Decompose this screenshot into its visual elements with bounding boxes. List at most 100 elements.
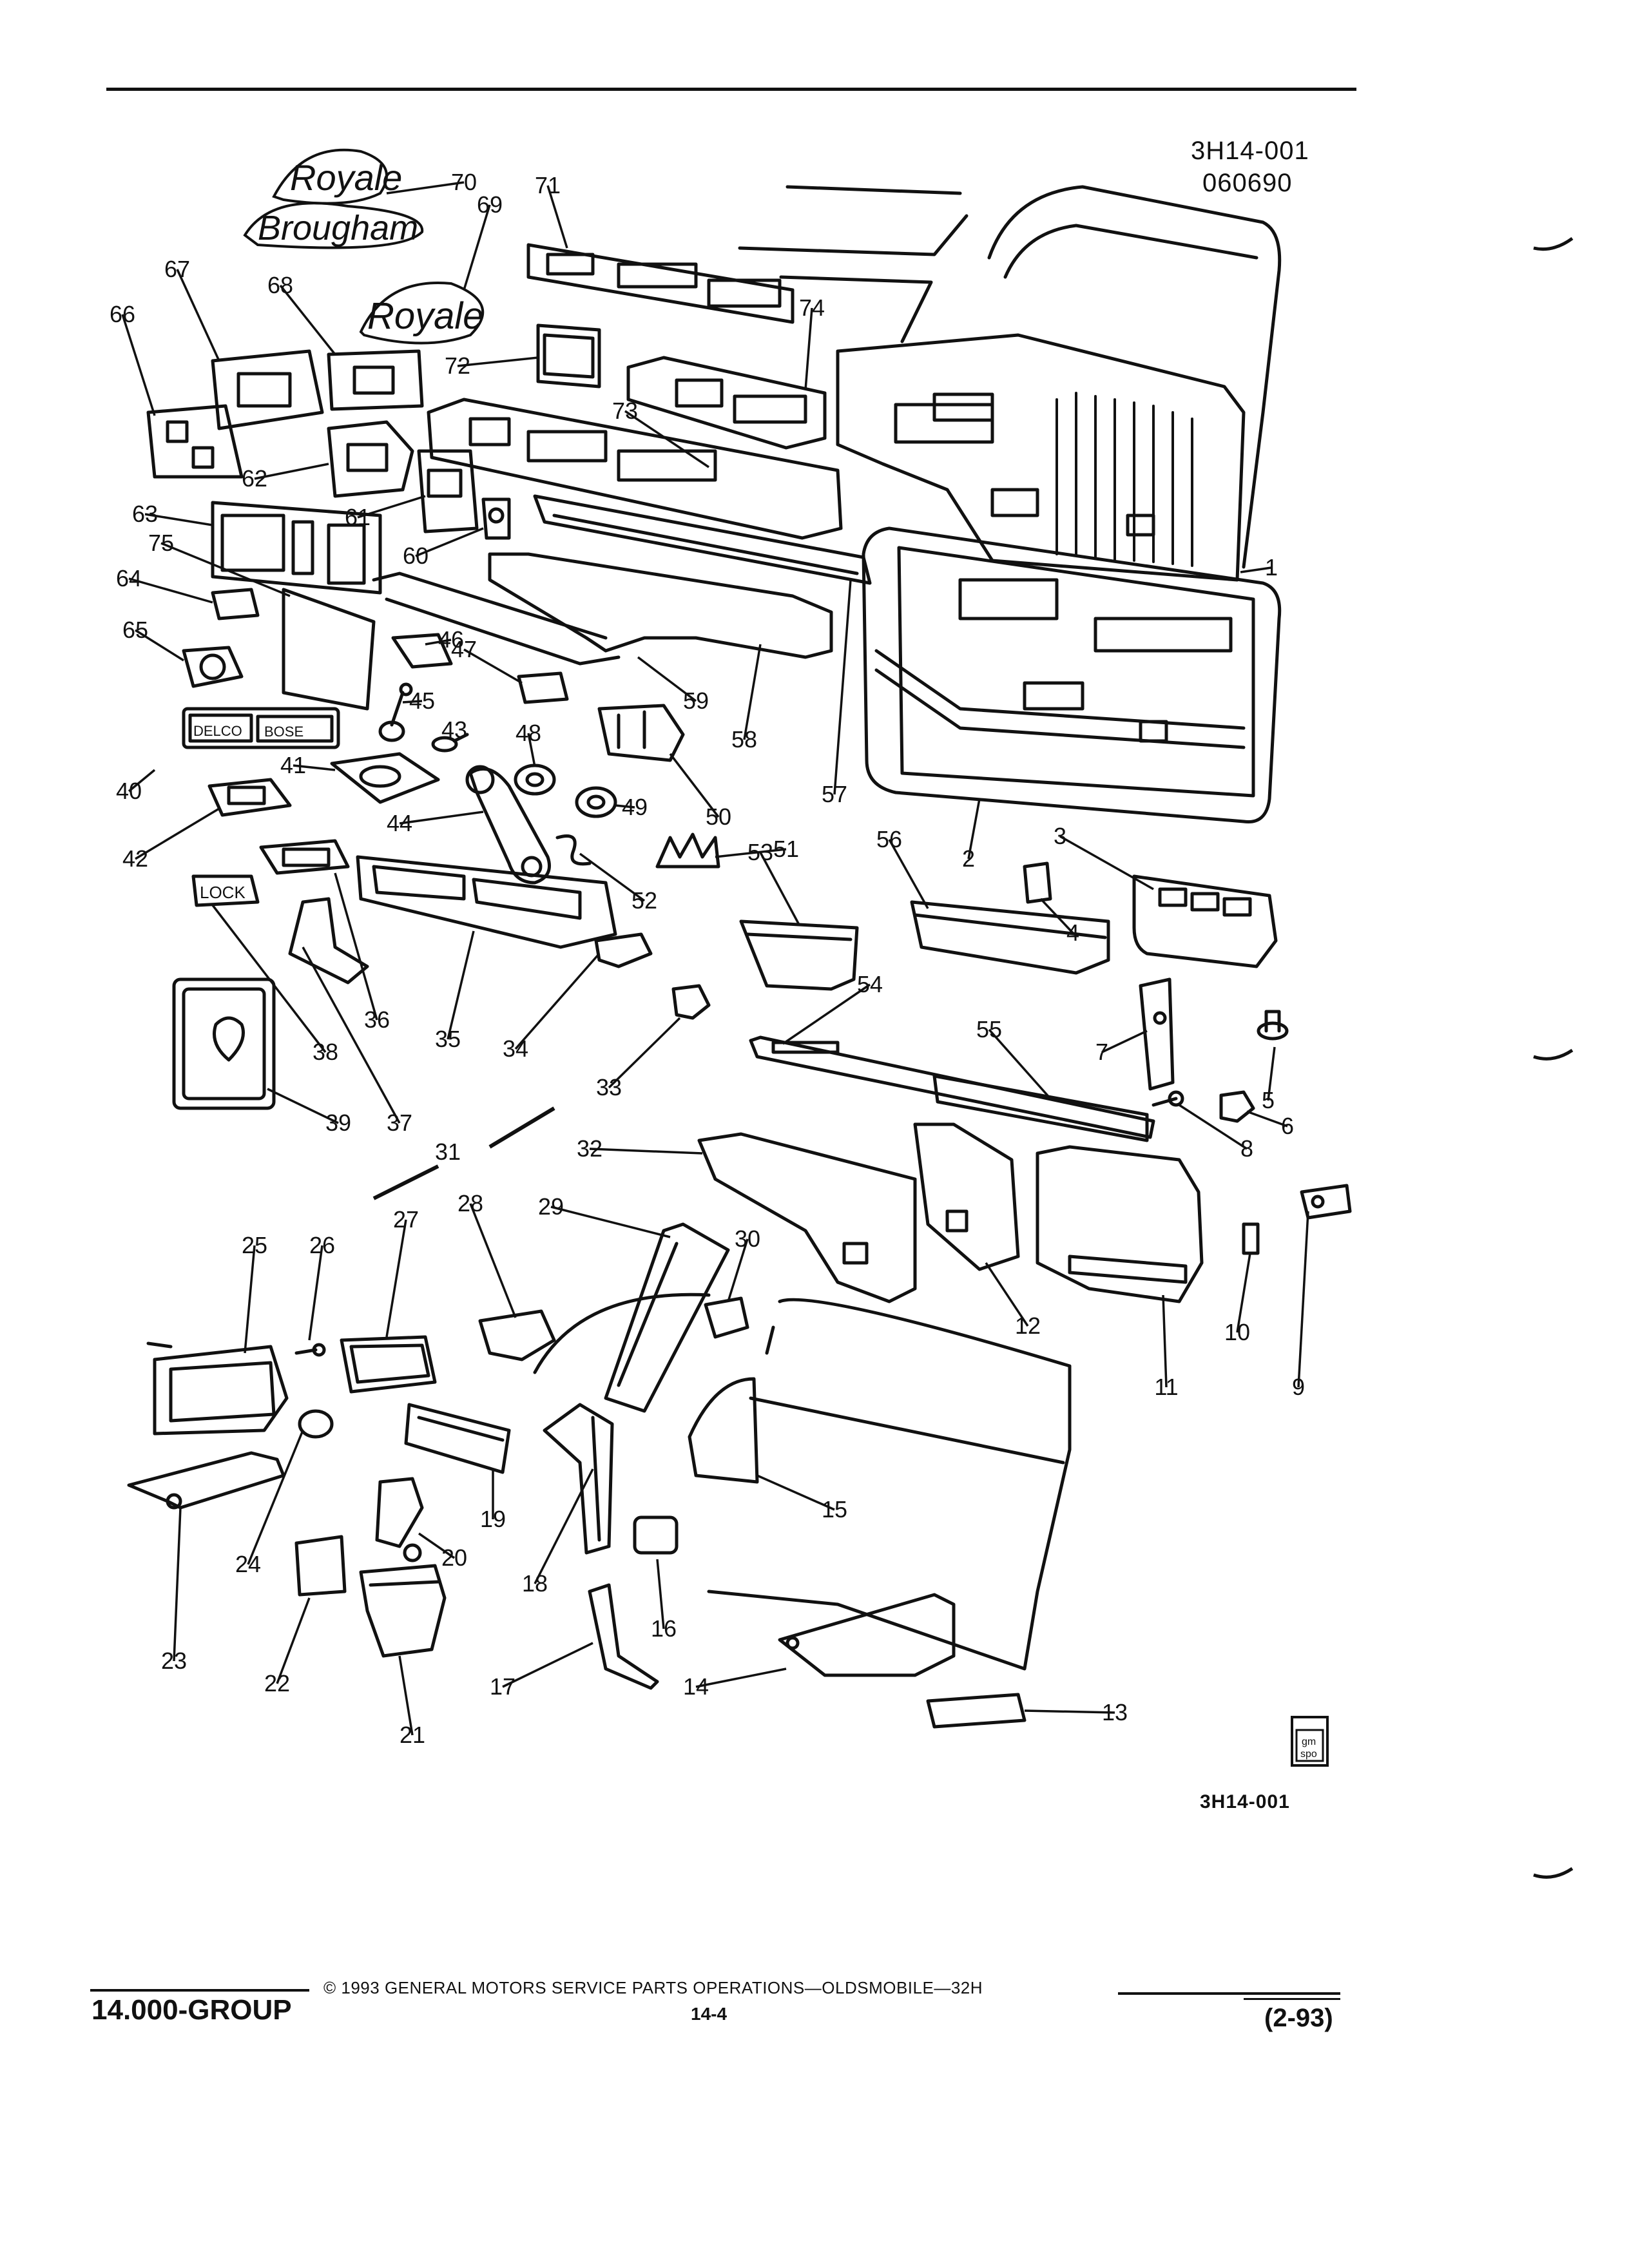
footer-rule-bottom bbox=[1244, 1998, 1340, 2000]
leader-54 bbox=[782, 983, 871, 1045]
armrest-base-35 bbox=[356, 855, 617, 949]
trim-12 bbox=[913, 1122, 1020, 1271]
lamp-16 bbox=[633, 1515, 679, 1555]
leader-65 bbox=[135, 629, 184, 662]
bracket-50 bbox=[597, 704, 685, 762]
callout-48: 48 bbox=[516, 720, 541, 746]
callout-60: 60 bbox=[403, 543, 429, 569]
page-number: 14-4 bbox=[691, 2004, 728, 2024]
leader-42 bbox=[135, 807, 220, 860]
callout-39: 39 bbox=[325, 1110, 351, 1136]
margin-marks bbox=[1533, 236, 1574, 1879]
lock-badge-38 bbox=[191, 874, 260, 907]
ashtray-22 bbox=[294, 1535, 347, 1597]
leader-69 bbox=[463, 204, 491, 291]
callout-55: 55 bbox=[976, 1016, 1002, 1043]
leader-30 bbox=[727, 1238, 749, 1302]
leader-23 bbox=[173, 1507, 182, 1662]
leader-68 bbox=[279, 284, 336, 356]
callout-20: 20 bbox=[441, 1544, 467, 1571]
leader-16 bbox=[656, 1559, 665, 1629]
callout-8: 8 bbox=[1240, 1135, 1253, 1162]
ashtray-21 bbox=[359, 1564, 447, 1658]
pillar-trim-29 bbox=[604, 1222, 730, 1413]
leader-17 bbox=[502, 1642, 593, 1688]
callout-53: 53 bbox=[747, 839, 773, 865]
clip-60 bbox=[481, 497, 511, 540]
knob-48 bbox=[514, 764, 556, 796]
callout-leader-lines bbox=[121, 181, 1309, 1736]
leader-60 bbox=[415, 527, 484, 557]
screw-43 bbox=[431, 733, 469, 753]
reading-lamp-25 bbox=[146, 1341, 289, 1436]
callout-67: 67 bbox=[164, 256, 190, 282]
leader-2 bbox=[967, 798, 981, 860]
bracket-37 bbox=[288, 897, 369, 985]
switch-64 bbox=[211, 588, 260, 620]
quarter-panel-outline bbox=[533, 1293, 1072, 1671]
svg-text:Royale: Royale bbox=[290, 157, 402, 198]
callout-15: 15 bbox=[822, 1496, 847, 1523]
leader-64 bbox=[128, 577, 213, 604]
callout-33: 33 bbox=[596, 1074, 622, 1100]
switch-plate-68 bbox=[327, 349, 424, 411]
leader-32 bbox=[589, 1148, 703, 1155]
leader-8 bbox=[1179, 1104, 1248, 1150]
callout-10: 10 bbox=[1224, 1319, 1250, 1345]
sill-plate-54 bbox=[749, 1035, 1155, 1139]
trim-11 bbox=[1036, 1145, 1204, 1303]
bracket-9 bbox=[1300, 1184, 1352, 1220]
leader-10 bbox=[1236, 1253, 1251, 1333]
callout-12: 12 bbox=[1015, 1312, 1041, 1339]
callout-4: 4 bbox=[1066, 919, 1079, 946]
leader-56 bbox=[888, 839, 929, 909]
leader-1 bbox=[1240, 566, 1272, 573]
door-trim-panel-upper bbox=[836, 333, 1246, 582]
trim-32 bbox=[697, 1132, 917, 1303]
leader-74 bbox=[804, 307, 813, 390]
lamp-15 bbox=[688, 1377, 759, 1484]
callout-42: 42 bbox=[122, 845, 148, 872]
lock-badge-text: LOCK bbox=[200, 883, 246, 902]
leader-59 bbox=[637, 656, 697, 702]
trim-14 bbox=[778, 1593, 956, 1677]
leader-52 bbox=[579, 852, 646, 902]
callout-40: 40 bbox=[116, 778, 142, 804]
footer-rule-left bbox=[90, 1989, 309, 1992]
callout-47: 47 bbox=[451, 636, 477, 662]
callout-25: 25 bbox=[242, 1232, 267, 1258]
bezel-63 bbox=[211, 501, 382, 595]
callout-30: 30 bbox=[735, 1225, 760, 1252]
leader-35 bbox=[447, 930, 475, 1040]
leader-46 bbox=[425, 639, 452, 646]
callout-labels: 1234567891011121314151617181920212223242… bbox=[110, 169, 1305, 1748]
copyright-line: © 1993 GENERAL MOTORS SERVICE PARTS OPER… bbox=[323, 1978, 983, 1997]
callout-41: 41 bbox=[280, 752, 306, 778]
upper-bezel-73 bbox=[427, 398, 843, 540]
callout-28: 28 bbox=[458, 1190, 483, 1216]
svg-text:BOSE: BOSE bbox=[264, 724, 304, 740]
upper-bezel-71 bbox=[526, 243, 795, 324]
callout-31: 31 bbox=[435, 1139, 461, 1165]
switch-36 bbox=[259, 839, 350, 875]
leader-71 bbox=[546, 185, 568, 249]
leader-58 bbox=[743, 644, 762, 740]
leader-3 bbox=[1059, 835, 1154, 890]
leader-18 bbox=[534, 1468, 594, 1584]
emblem-royale: Royale bbox=[359, 282, 485, 345]
callout-46: 46 bbox=[438, 626, 464, 653]
revision-code: (2-93) bbox=[1264, 2004, 1333, 2032]
lamp-65 bbox=[182, 646, 244, 688]
leader-24 bbox=[247, 1430, 304, 1565]
callout-49: 49 bbox=[622, 794, 648, 820]
leader-36 bbox=[334, 872, 378, 1021]
speaker-grille-3 bbox=[1132, 874, 1278, 968]
leader-15 bbox=[757, 1474, 835, 1511]
svg-text:gm: gm bbox=[1302, 1736, 1316, 1747]
handle-41 bbox=[330, 752, 440, 804]
leader-57 bbox=[833, 579, 852, 795]
gm-spo-logo: gm spo bbox=[1291, 1716, 1329, 1767]
leader-20 bbox=[418, 1532, 455, 1559]
leader-70 bbox=[386, 181, 465, 195]
svg-text:DELCO: DELCO bbox=[193, 723, 242, 739]
